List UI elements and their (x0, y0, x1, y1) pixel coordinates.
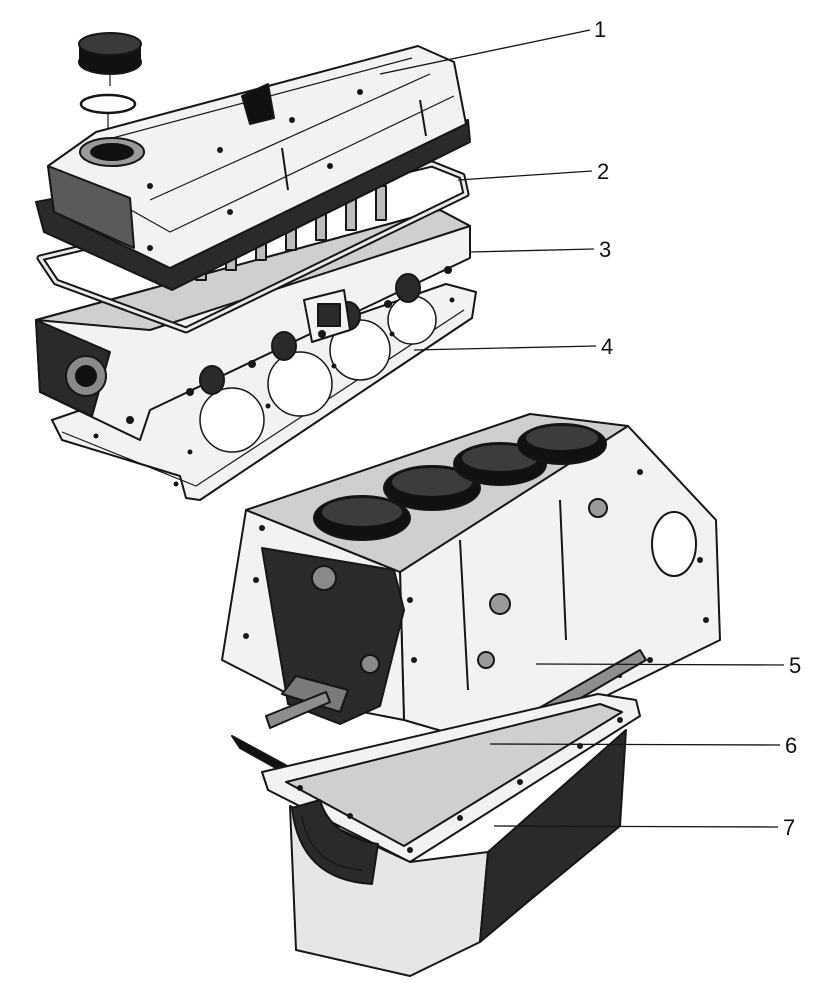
engine-block (221, 413, 721, 749)
callout-2: 2 (597, 159, 609, 184)
cylinder-head-gasket (51, 283, 477, 501)
valve-cover-gasket (36, 160, 470, 334)
callout-3: 3 (599, 237, 611, 262)
oil-pan (261, 693, 641, 977)
leader-line-7 (493, 825, 779, 828)
leader-line-4 (413, 345, 597, 351)
leader-line-3 (469, 248, 595, 253)
valve-cover (35, 45, 471, 291)
cylinder-head (35, 185, 471, 441)
leader-lines (379, 29, 785, 828)
callout-labels: 1 2 3 4 5 6 7 (594, 17, 801, 840)
callout-6: 6 (785, 733, 797, 758)
cylinder-bores (313, 423, 607, 541)
callout-1: 1 (594, 17, 606, 42)
callout-4: 4 (601, 334, 613, 359)
callout-5: 5 (789, 653, 801, 678)
oil-filler-cap (78, 32, 142, 86)
leader-line-6 (489, 743, 781, 746)
leader-line-2 (457, 170, 593, 181)
leader-line-5 (535, 663, 785, 666)
leader-line-1 (379, 29, 591, 75)
callout-7: 7 (783, 815, 795, 840)
